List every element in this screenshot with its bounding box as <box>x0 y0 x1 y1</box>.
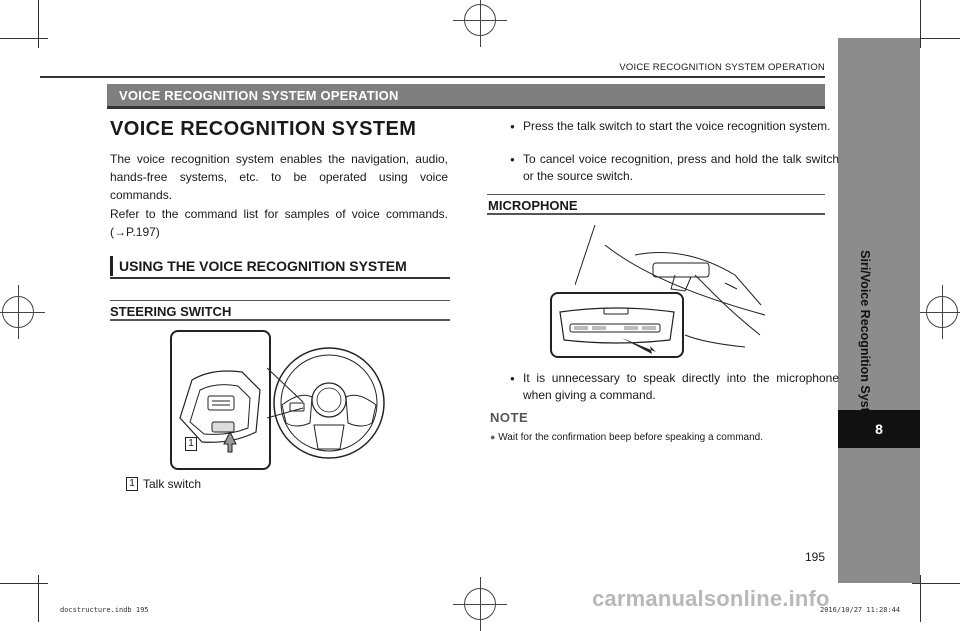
callout-marker: 1 <box>185 437 197 451</box>
crop-mark <box>38 0 39 48</box>
registration-mark <box>0 285 45 339</box>
heading-rule-bottom <box>487 213 825 215</box>
crop-mark <box>920 575 921 622</box>
heading-rule-bottom <box>110 319 450 321</box>
running-head: VOICE RECOGNITION SYSTEM OPERATION <box>619 62 825 73</box>
crop-mark <box>912 38 960 39</box>
bullet-item: To cancel voice recognition, press and h… <box>510 151 839 185</box>
registration-mark <box>453 0 507 47</box>
reference-paragraph: Refer to the command list for samples of… <box>110 207 448 239</box>
date-slug: 2016/10/27 11:28:44 <box>820 606 901 614</box>
note-body: Wait for the confirmation beep before sp… <box>498 432 763 443</box>
note-bullet-icon: ● <box>490 432 496 442</box>
sidebar-title-text: Siri/Voice Recognition System <box>858 250 872 430</box>
overhead-console-illustration <box>575 225 766 348</box>
section-band: VOICE RECOGNITION SYSTEM OPERATION <box>107 84 825 109</box>
watermark-logo: carmanualsonline.info <box>592 586 830 611</box>
section-band-title: VOICE RECOGNITION SYSTEM OPERATION <box>119 88 399 103</box>
microphone-closeup <box>550 292 684 358</box>
crop-mark <box>920 0 921 48</box>
steering-switch-heading: STEERING SWITCH <box>110 304 232 319</box>
steering-switch-illustration <box>179 370 261 453</box>
crop-mark <box>0 583 48 584</box>
crop-mark <box>0 38 48 39</box>
steering-wheel-illustration <box>273 347 385 459</box>
microphone-heading: MICROPHONE <box>488 198 578 213</box>
chapter-sidebar <box>838 38 920 583</box>
intro-paragraph: The voice recognition system enables the… <box>110 152 448 202</box>
subsection-heading: USING THE VOICE RECOGNITION SYSTEM <box>110 256 407 276</box>
note-heading: NOTE <box>490 410 529 425</box>
crop-mark <box>912 583 960 584</box>
heading-rule-top <box>110 300 450 301</box>
file-slug: docstructure.indb 195 <box>60 606 149 614</box>
chapter-number: 8 <box>838 410 920 448</box>
registration-mark <box>453 577 507 631</box>
registration-mark <box>915 285 960 339</box>
heading-rule-top <box>487 194 825 195</box>
bullet-item: Press the talk switch to start the voice… <box>510 118 839 135</box>
crop-mark <box>38 575 39 622</box>
page-number: 195 <box>804 550 825 564</box>
page-title: VOICE RECOGNITION SYSTEM <box>110 118 417 140</box>
subsection-rule <box>110 277 450 279</box>
header-rule <box>40 76 825 78</box>
caption-marker: 1 <box>126 477 138 491</box>
bullet-item: It is unnecessary to speak directly into… <box>510 370 839 404</box>
note-text: ● Wait for the confirmation beep before … <box>490 432 763 443</box>
microphone-illustration <box>559 307 675 354</box>
caption-text: Talk switch <box>143 477 202 491</box>
